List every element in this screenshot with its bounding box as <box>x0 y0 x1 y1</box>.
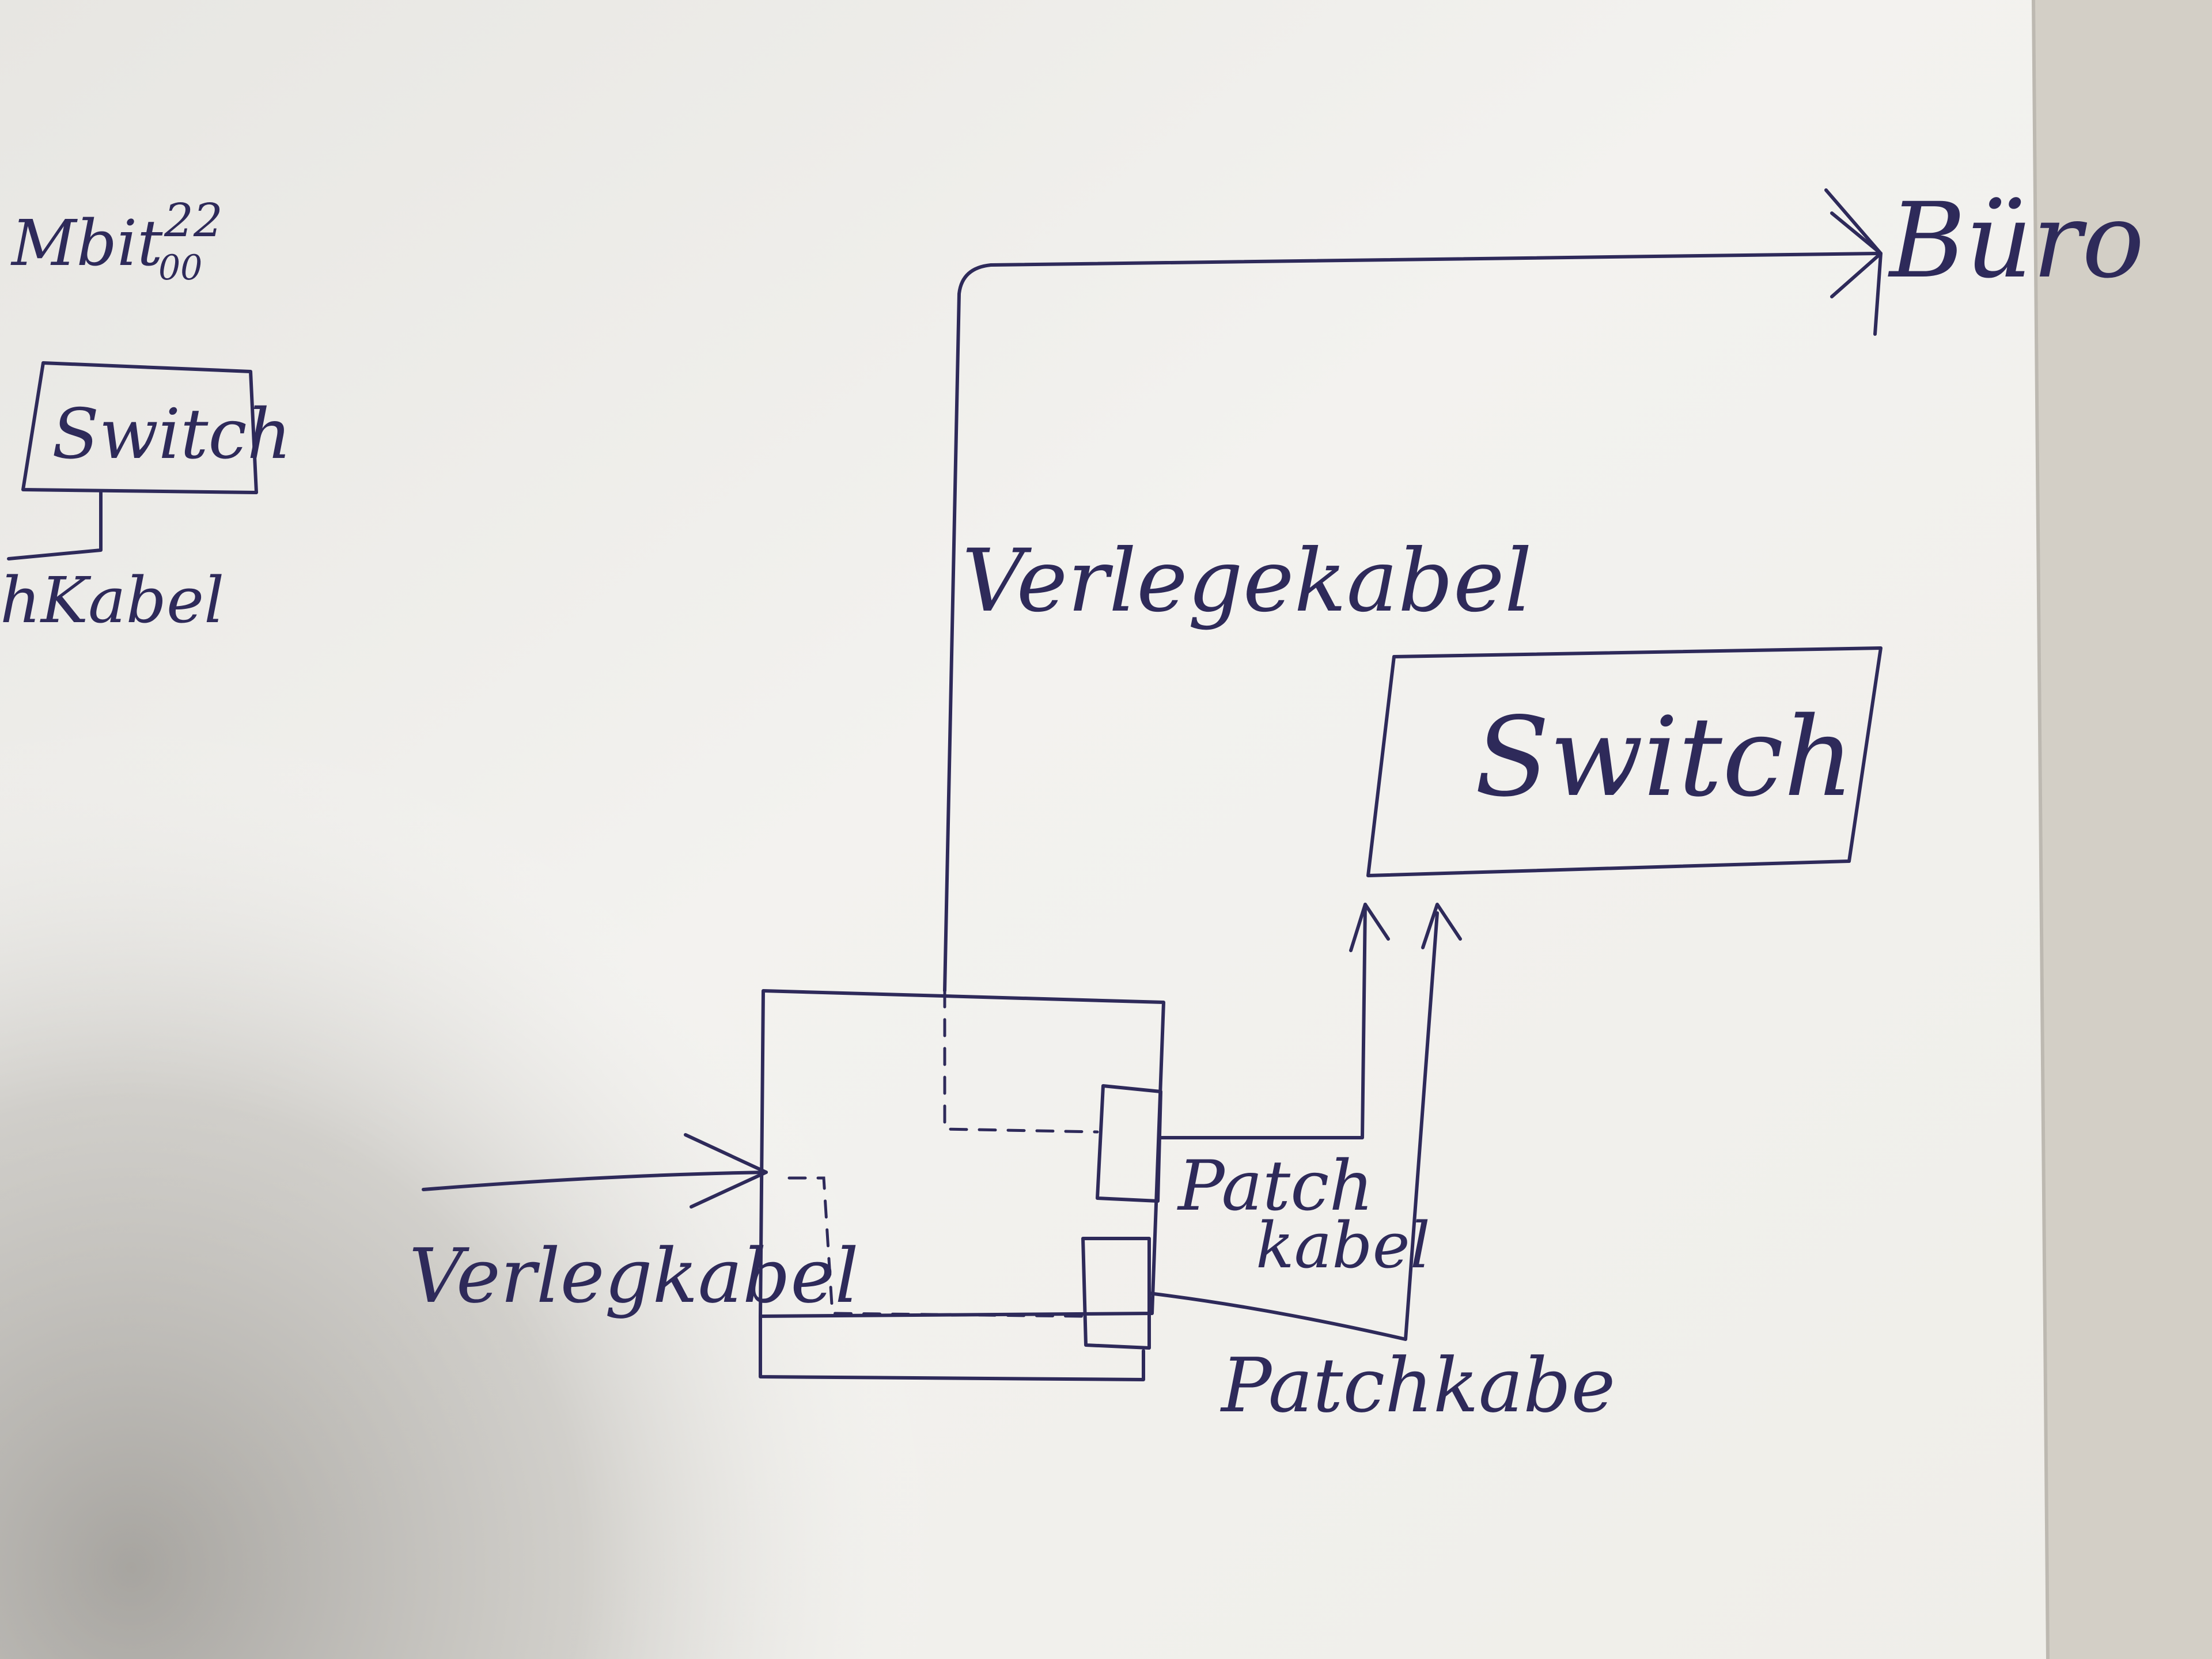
mbit-subscript: 00 <box>158 248 202 288</box>
patch-port-lower <box>1081 1237 1151 1350</box>
internal-wire-left <box>787 1176 1085 1318</box>
patch-cable-lower-line <box>1147 911 1439 1341</box>
small-cable-label: hKabel <box>0 563 224 637</box>
main-switch-box <box>1366 646 1883 877</box>
patch-cable-upper-arrowhead <box>1349 903 1390 952</box>
office-cable-line <box>943 252 1880 993</box>
hand-shadow <box>0 518 1094 1659</box>
main-switch: Switch <box>1366 646 1883 877</box>
small-switch-box <box>21 361 258 494</box>
vertical-cable-label: Verlegekabel <box>962 531 1532 631</box>
mbit-note: Mbit <box>10 206 163 280</box>
office-cable: Büro Verlegekabel <box>943 181 2145 993</box>
destination-label: Büro <box>1888 181 2145 301</box>
patch-cable-lower-label: Patchkabe <box>1220 1342 1615 1429</box>
small-switch-cable <box>7 491 103 560</box>
patch-port-upper <box>1096 1084 1162 1203</box>
paper-edge <box>2032 0 2050 1659</box>
incoming-cable-line <box>422 1171 768 1191</box>
small-switch-sketch: Mbit 22 00 Switch hKabel <box>0 194 291 637</box>
patch-cable-upper-line <box>1159 903 1367 1139</box>
office-arrow-stroke-upper <box>1824 188 1883 255</box>
left-cable-label: Verlegkabel <box>409 1232 859 1320</box>
patch-cable-lower-arrowhead <box>1421 903 1462 949</box>
patch-cables: Patch kabel Patchkabe <box>1147 903 1615 1429</box>
patch-cable-upper-label-line1: Patch <box>1177 1146 1374 1226</box>
office-arrow-stroke-lower <box>1873 252 1883 336</box>
internal-wire-top <box>943 989 1099 1134</box>
main-switch-label: Switch <box>1475 694 1854 821</box>
patch-panel <box>759 989 1165 1381</box>
patch-panel-outline <box>759 989 1165 1318</box>
incoming-cable: Verlegkabel <box>409 1133 859 1320</box>
incoming-cable-arrowhead <box>684 1133 768 1209</box>
patch-cable-upper-label-line2: kabel <box>1256 1209 1430 1282</box>
mbit-superscript: 22 <box>164 194 223 247</box>
patch-panel-bottom-extension <box>759 1315 1145 1381</box>
small-switch-label: Switch <box>52 395 291 475</box>
